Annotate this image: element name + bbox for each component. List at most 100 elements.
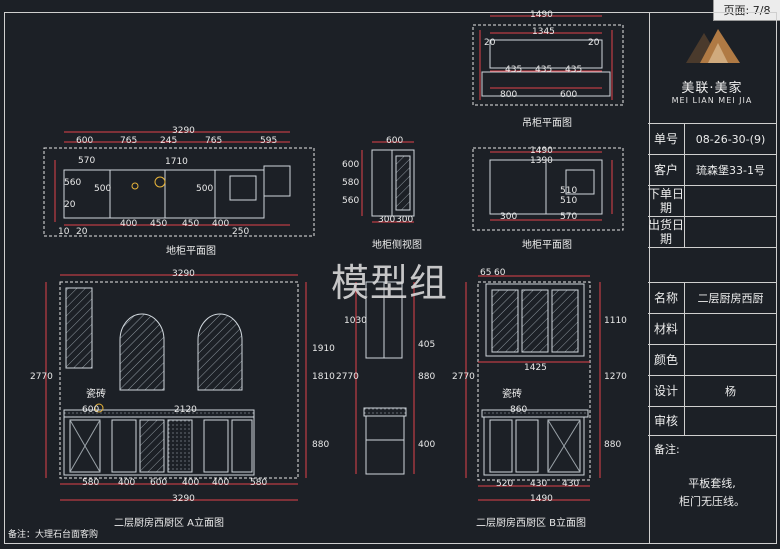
dim-elev-b-bottom-1: 520 bbox=[496, 479, 514, 489]
drawing-frame bbox=[4, 12, 650, 544]
dim-elev-a-h-2: 1910 bbox=[312, 344, 335, 354]
dim-plan-b-bottom-2: 570 bbox=[560, 212, 578, 222]
title-block: 美联·美家 MEI LIAN MEI JIA 单号 08-26-30-(9) 客… bbox=[648, 12, 777, 544]
dim-elev-b-h-3: 880 bbox=[604, 440, 622, 450]
dim-plan-b-part-1: 510 bbox=[560, 186, 578, 196]
dim-base-mid-3: 500 bbox=[196, 184, 214, 194]
dim-elev-b-top-2: 60 bbox=[494, 268, 506, 278]
dim-hang-left-1: 20 bbox=[484, 38, 496, 48]
dim-elev-b-top-1: 65 bbox=[480, 268, 492, 278]
dim-elev-a-bottom-2: 400 bbox=[118, 478, 136, 488]
brand-logo-icon bbox=[686, 29, 740, 63]
tile-label-b: 瓷砖 bbox=[502, 389, 522, 400]
row-value bbox=[685, 314, 776, 344]
base-cabinet-side-view bbox=[361, 141, 415, 223]
dim-elev-a-h-3: 1810 bbox=[312, 372, 335, 382]
dim-base-bottom-3: 400 bbox=[120, 219, 138, 229]
dim-hang-bottom-2: 600 bbox=[560, 90, 578, 100]
dim-elev-a-counter-2: 2120 bbox=[174, 405, 197, 415]
elevation-a bbox=[45, 274, 307, 501]
row-value bbox=[685, 345, 776, 375]
row-order-no: 单号 08-26-30-(9) bbox=[648, 124, 776, 155]
view-title-elev-b: 二层厨房西厨区 B立面图 bbox=[476, 518, 587, 529]
row-value bbox=[685, 186, 776, 216]
page-indicator: 页面: 7/8 bbox=[713, 0, 780, 21]
dim-elev-a-total: 3290 bbox=[172, 269, 195, 279]
view-title-elev-a: 二层厨房西厨区 A立面图 bbox=[114, 518, 225, 529]
dim-base-bottom-5: 450 bbox=[182, 219, 200, 229]
dim-base-bottom-1: 10 bbox=[58, 227, 70, 237]
dim-side-elev-h-5: 400 bbox=[418, 440, 436, 450]
elevation-b bbox=[465, 275, 601, 501]
row-value: 琉森堡33-1号 bbox=[696, 164, 765, 177]
dim-side-h-2: 580 bbox=[342, 178, 360, 188]
dim-base-bottom-6: 400 bbox=[212, 219, 230, 229]
row-value: 08-26-30-(9) bbox=[695, 132, 766, 146]
view-title-hanging-plan: 吊柜平面图 bbox=[522, 118, 572, 129]
dim-elev-a-bottom-6: 580 bbox=[250, 478, 268, 488]
remark-text: 平板套线, 柜门无压线。 bbox=[648, 475, 776, 511]
watermark: 模型组 bbox=[331, 261, 449, 305]
dim-side-h-1: 600 bbox=[342, 160, 360, 170]
dim-side-elev-h-3: 880 bbox=[418, 372, 436, 382]
dim-elev-a-h-1: 2770 bbox=[30, 372, 53, 382]
footnote: 备注：大理石台面客购 bbox=[8, 530, 99, 540]
dim-elev-a-bottom-1: 580 bbox=[82, 478, 100, 488]
row-key: 颜色 bbox=[648, 345, 685, 375]
dim-base-part-2: 765 bbox=[120, 136, 138, 146]
dim-base-bottom-7: 250 bbox=[232, 227, 250, 237]
row-customer: 客户 琉森堡33-1号 bbox=[648, 155, 776, 186]
row-key: 审核 bbox=[648, 407, 685, 435]
row-key: 单号 bbox=[648, 124, 685, 154]
dim-elev-a-total-bottom: 3290 bbox=[172, 494, 195, 504]
view-title-base-side: 地柜侧视图 bbox=[372, 240, 422, 251]
dim-plan-b-inner: 1390 bbox=[530, 156, 553, 166]
row-value: 杨 bbox=[725, 385, 736, 398]
dim-base-part-1: 600 bbox=[76, 136, 94, 146]
row-value bbox=[685, 217, 776, 247]
view-title-base-plan-b: 地柜平面图 bbox=[522, 240, 572, 251]
remark-line-2: 柜门无压线。 bbox=[679, 495, 745, 508]
dim-base-left-3: 560 bbox=[64, 178, 82, 188]
base-cabinet-plan-b bbox=[472, 147, 624, 231]
view-title-base-plan: 地柜平面图 bbox=[166, 246, 216, 257]
dim-side-bottom-2: 300 bbox=[396, 215, 414, 225]
row-color: 颜色 bbox=[648, 345, 776, 376]
hanging-cabinet-plan bbox=[472, 15, 624, 106]
brand-name-en: MEI LIAN MEI JIA bbox=[671, 96, 753, 105]
dim-base-bottom-2: 20 bbox=[76, 227, 88, 237]
dim-elev-b-h-4: 1270 bbox=[604, 372, 627, 382]
dim-base-mid-1: 1710 bbox=[165, 157, 188, 167]
dim-elev-b-bottom-3: 430 bbox=[562, 479, 580, 489]
row-key: 设计 bbox=[648, 376, 685, 406]
side-elevation bbox=[355, 281, 415, 475]
dim-hang-left-2: 20 bbox=[588, 38, 600, 48]
dim-elev-b-counter: 860 bbox=[510, 405, 528, 415]
dim-base-bottom-4: 450 bbox=[150, 219, 168, 229]
dim-side-top: 600 bbox=[386, 136, 404, 146]
dim-base-part-3: 245 bbox=[160, 136, 178, 146]
row-key: 下单日期 bbox=[648, 186, 685, 216]
remark-line-1: 平板套线, bbox=[688, 477, 736, 490]
dim-elev-b-bottom-2: 430 bbox=[530, 479, 548, 489]
dim-base-part-5: 595 bbox=[260, 136, 278, 146]
dim-side-elev-h-2: 1030 bbox=[344, 316, 367, 326]
dim-plan-b-bottom-1: 300 bbox=[500, 212, 518, 222]
dim-base-mid-2: 500 bbox=[94, 184, 112, 194]
dim-hang-total: 1490 bbox=[530, 10, 553, 20]
remark-label: 备注: bbox=[654, 443, 680, 456]
row-designer: 设计 杨 bbox=[648, 376, 776, 407]
dim-side-bottom-1: 300 bbox=[378, 215, 396, 225]
row-value bbox=[685, 407, 776, 435]
row-name: 名称 二层厨房西厨 bbox=[648, 283, 776, 314]
dim-hang-part-1: 435 bbox=[505, 65, 523, 75]
brand-name: 美联·美家 bbox=[681, 81, 743, 96]
row-ship-date: 出货日期 bbox=[648, 217, 776, 248]
dim-hang-part-2: 435 bbox=[535, 65, 553, 75]
dim-elev-b-total: 1490 bbox=[530, 494, 553, 504]
dim-elev-a-bottom-5: 400 bbox=[212, 478, 230, 488]
brand-logo-area: 美联·美家 MEI LIAN MEI JIA bbox=[648, 13, 776, 124]
dim-hang-bottom-1: 800 bbox=[500, 90, 518, 100]
dim-base-left-1: 570 bbox=[78, 156, 96, 166]
dim-side-h-3: 560 bbox=[342, 196, 360, 206]
